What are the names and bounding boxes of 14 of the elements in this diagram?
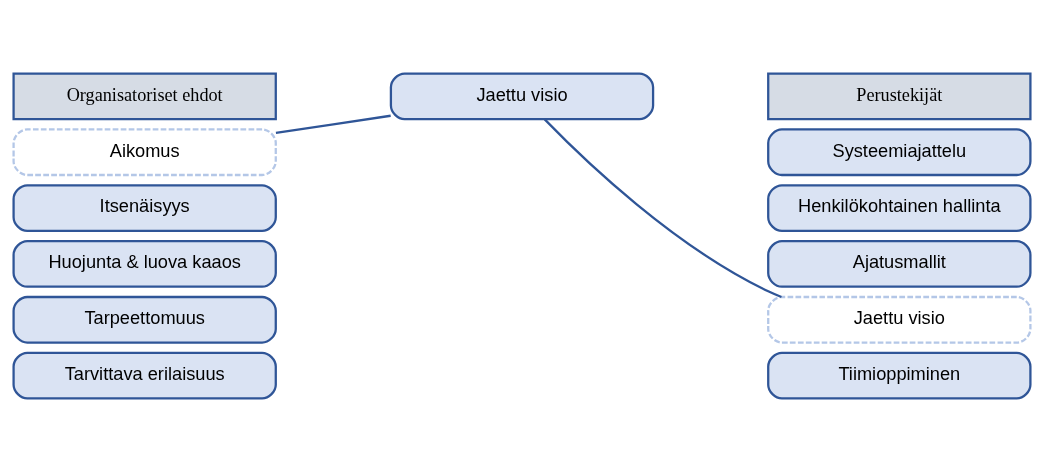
node-box: Itsenäisyys bbox=[12, 184, 277, 232]
connector bbox=[275, 114, 391, 134]
node-box: Organisatoriset ehdot bbox=[12, 72, 277, 121]
node-box: Tarvittava erilaisuus bbox=[12, 351, 277, 400]
node-box: Systeemiajattelu bbox=[767, 128, 1032, 177]
node-box: Tarpeettomuus bbox=[12, 295, 277, 344]
node-box: Tiimioppiminen bbox=[767, 351, 1032, 400]
node-box: Jaettu visio bbox=[767, 295, 1032, 344]
node-box: Aikomus bbox=[12, 128, 277, 177]
node-box: Henkilökohtainen hallinta bbox=[767, 184, 1032, 232]
node-box: Jaettu visio bbox=[389, 72, 655, 121]
node-box: Perustekijät bbox=[767, 72, 1032, 121]
node-box: Ajatusmallit bbox=[767, 240, 1032, 288]
node-box: Huojunta & luova kaaos bbox=[12, 240, 277, 288]
